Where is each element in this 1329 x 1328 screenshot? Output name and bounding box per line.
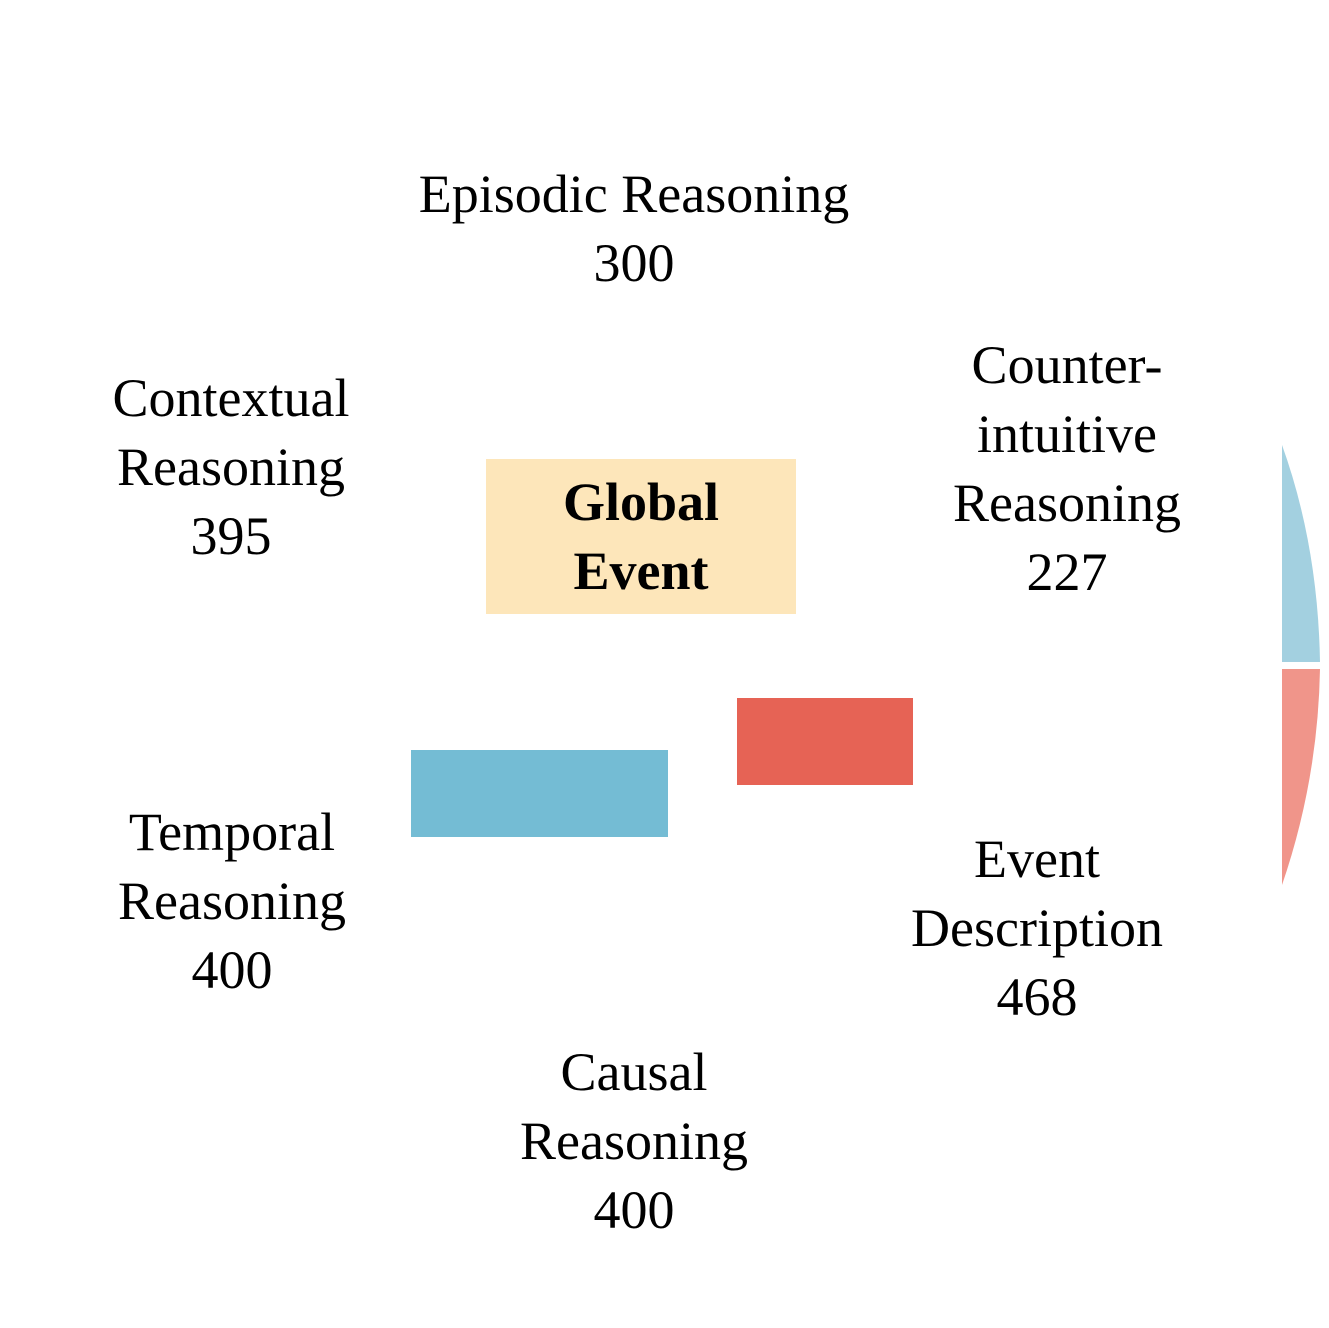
label-event-desc-line2: Description	[911, 898, 1163, 958]
label-counter-line2: intuitive	[977, 404, 1157, 464]
label-event-desc-count: 468	[996, 967, 1078, 1027]
ring-segment-red	[1282, 669, 1320, 885]
swatch-blue	[411, 750, 668, 837]
label-temporal-line1: Temporal	[128, 802, 336, 862]
label-event-desc-line1: Event	[974, 829, 1100, 889]
label-episodic-reasoning: Episodic Reasoning 300	[419, 160, 849, 298]
label-causal-reasoning: Causal Reasoning 400	[520, 1038, 748, 1245]
label-counter-line3: Reasoning	[953, 473, 1181, 533]
label-temporal-count: 400	[191, 940, 273, 1000]
label-episodic-name: Episodic Reasoning	[418, 164, 850, 224]
center-line1: Global	[562, 471, 720, 532]
label-causal-line2: Reasoning	[520, 1111, 748, 1171]
label-counter-line1: Counter-	[971, 335, 1163, 395]
label-contextual-reasoning: Contextual Reasoning 395	[113, 364, 350, 571]
label-counter-count: 227	[1026, 542, 1108, 602]
ring-segment-blue	[1282, 445, 1320, 662]
center-global-event-box: Global Event	[486, 459, 796, 614]
label-episodic-count: 300	[593, 233, 675, 293]
swatch-red	[737, 698, 913, 785]
label-contextual-line2: Reasoning	[117, 437, 345, 497]
label-temporal-line2: Reasoning	[118, 871, 346, 931]
label-causal-count: 400	[593, 1180, 675, 1240]
label-contextual-line1: Contextual	[112, 368, 350, 428]
label-counter-intuitive-reasoning: Counter- intuitive Reasoning 227	[953, 331, 1181, 607]
label-causal-line1: Causal	[560, 1042, 708, 1102]
label-event-description: Event Description 468	[911, 825, 1163, 1032]
label-temporal-reasoning: Temporal Reasoning 400	[118, 798, 346, 1005]
label-contextual-count: 395	[190, 506, 272, 566]
center-line2: Event	[573, 540, 709, 601]
